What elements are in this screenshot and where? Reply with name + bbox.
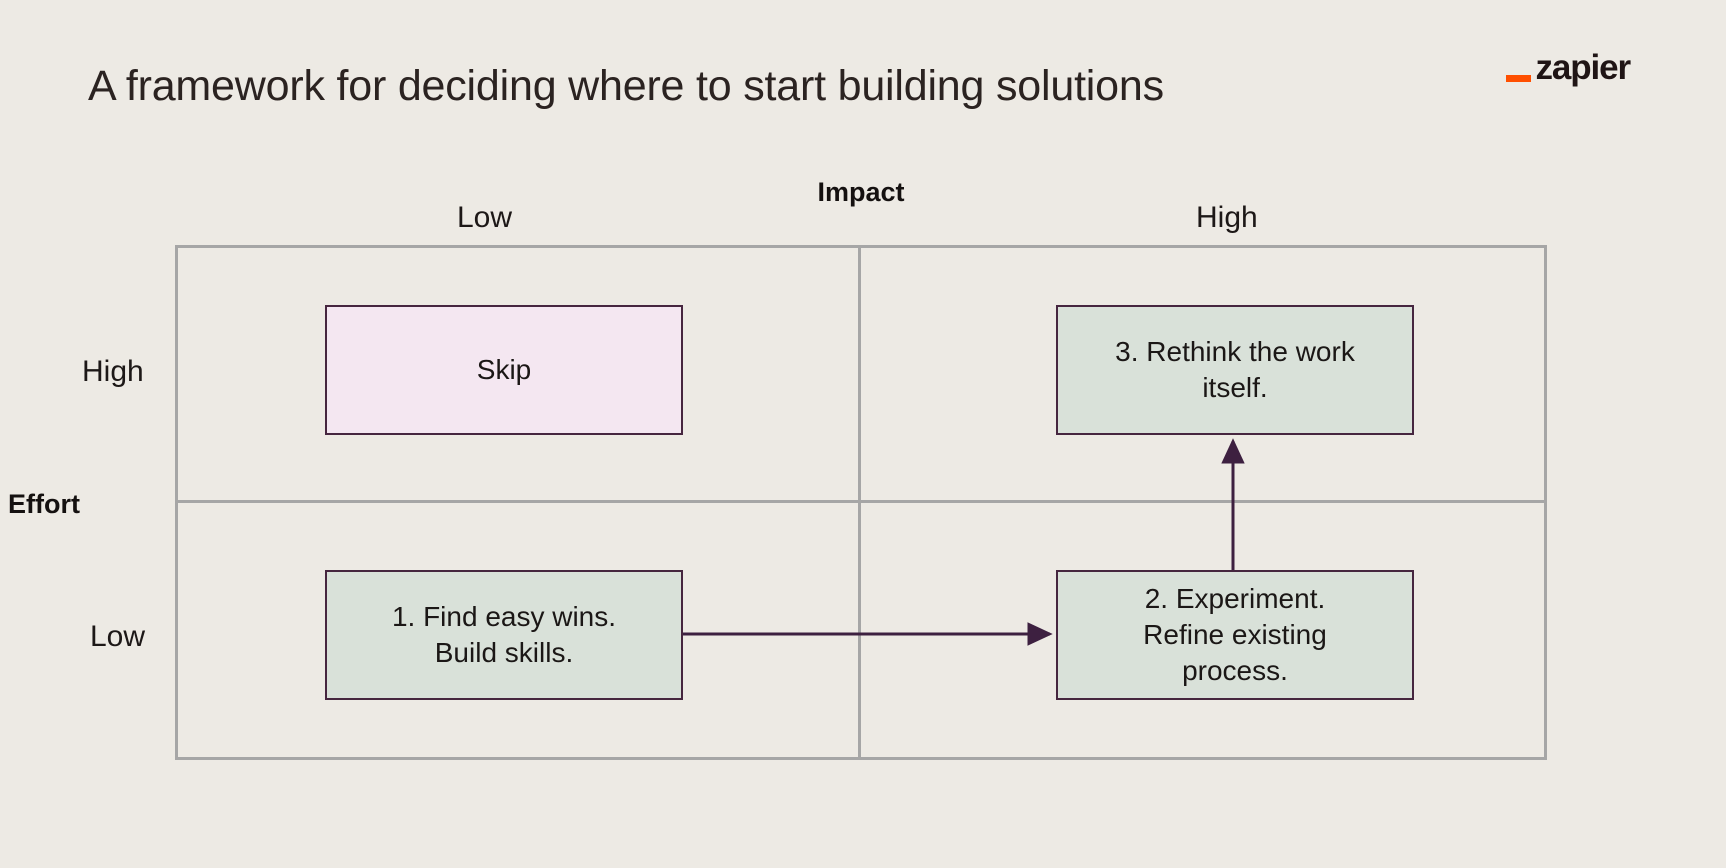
effort-tick-high: High <box>82 355 144 388</box>
impact-tick-high: High <box>1196 201 1258 234</box>
effort-tick-low: Low <box>90 620 146 653</box>
zapier-dash-icon <box>1506 75 1532 82</box>
quadrant-matrix <box>175 245 1547 760</box>
quadrant-box-rethink[interactable]: 3. Rethink the work itself. <box>1056 305 1414 435</box>
impact-axis-title: Impact <box>817 177 905 207</box>
effort-axis-title: Effort <box>8 489 80 519</box>
zapier-logo: zapier <box>1506 45 1631 89</box>
impact-tick-low: Low <box>457 201 513 234</box>
quadrant-box-experiment[interactable]: 2. Experiment. Refine existing process. <box>1056 570 1414 700</box>
quadrant-box-skip[interactable]: Skip <box>325 305 683 435</box>
page-title: A framework for deciding where to start … <box>88 62 1164 110</box>
quadrant-box-find-wins[interactable]: 1. Find easy wins. Build skills. <box>325 570 683 700</box>
grid-divider-horizontal <box>178 500 1544 503</box>
zapier-wordmark: zapier <box>1535 47 1631 87</box>
